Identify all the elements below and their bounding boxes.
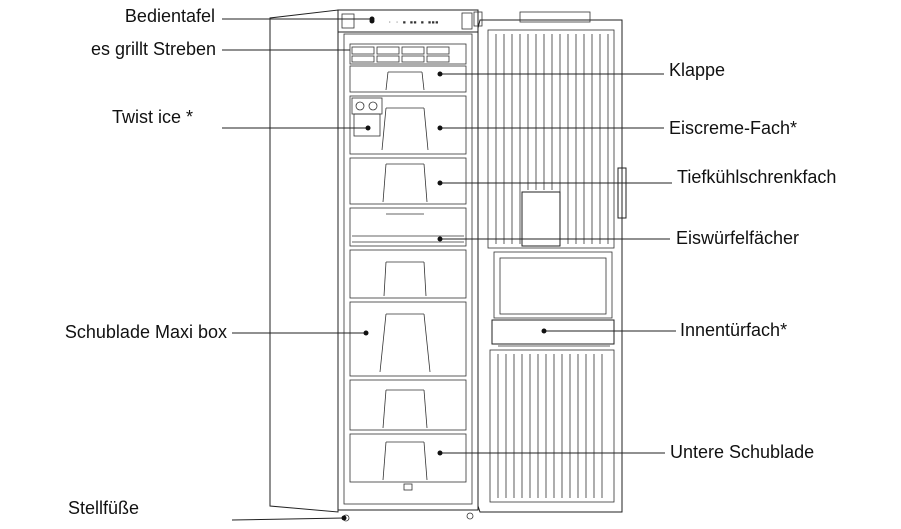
label-stellfuesse: Stellfüße	[68, 498, 139, 518]
inner-door-compartment-shape	[491, 319, 615, 345]
left-labels: Bedientafel es grillt Streben Twist ice …	[65, 6, 375, 521]
freezer-cabinet: · · ▪ ▪▪ ▪ ▪▪▪	[269, 9, 479, 513]
door-ribs-lower	[497, 354, 603, 498]
label-eiscreme-fach: Eiscreme-Fach*	[669, 118, 797, 138]
label-schublade-maxi-box: Schublade Maxi box	[65, 322, 227, 342]
grill-struts	[349, 43, 467, 65]
label-eiswuerfelfaecher: Eiswürfelfächer	[676, 228, 799, 248]
interior-compartments	[342, 65, 474, 522]
label-bedientafel: Bedientafel	[125, 6, 215, 26]
label-twist-ice: Twist ice *	[112, 107, 193, 127]
label-grill-struts: es grillt Streben	[91, 39, 216, 59]
right-labels: Klappe Eiscreme-Fach* Tiefkühlschrenkfac…	[437, 60, 836, 462]
control-panel-strip	[337, 9, 479, 33]
label-untere-schublade: Untere Schublade	[670, 442, 814, 462]
door-ribs-upper	[495, 34, 609, 244]
label-innentuerfach: Innentürfach*	[680, 320, 787, 340]
svg-text:· · ▪ ▪▪ ▪ ▪▪▪: · · ▪ ▪▪ ▪ ▪▪▪	[388, 19, 439, 26]
label-klappe: Klappe	[669, 60, 725, 80]
label-tiefkuehlschrankfach: Tiefkühlschrenkfach	[677, 167, 836, 187]
leader-stellfuesse	[231, 517, 345, 521]
open-door	[473, 11, 627, 513]
door-handle	[617, 167, 627, 219]
